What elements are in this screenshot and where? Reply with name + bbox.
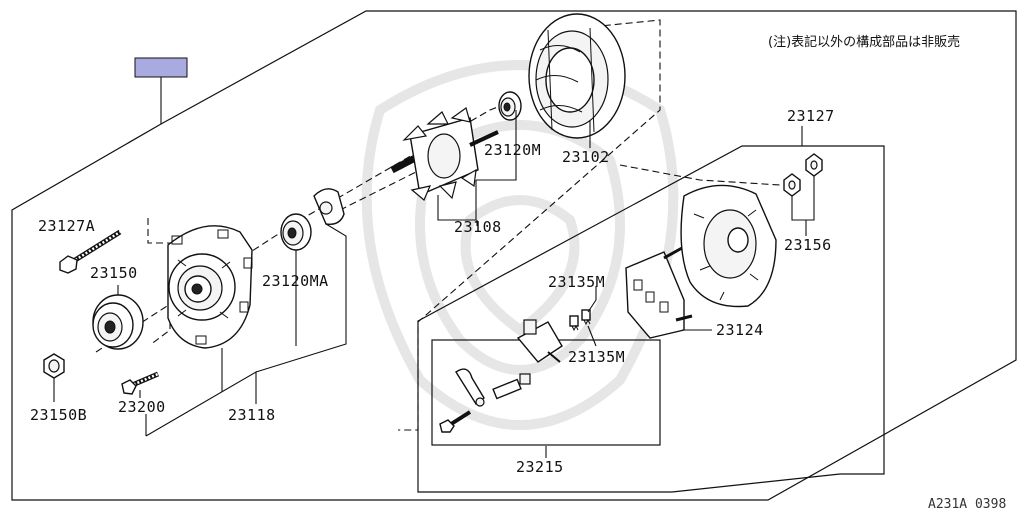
terminal-parts[interactable]: [439, 368, 531, 433]
bolt-23127A[interactable]: [59, 229, 122, 274]
rear-bracket[interactable]: [680, 184, 777, 308]
label-23108[interactable]: 23108: [454, 218, 502, 236]
watermark-emblem: [361, 60, 679, 430]
drawing-code: A231A 0398: [928, 497, 1006, 511]
label-23215[interactable]: 23215: [516, 458, 564, 476]
label-23120M[interactable]: 23120M: [484, 141, 541, 159]
assembly-highlight-tag[interactable]: [134, 57, 188, 78]
label-23135M-bottom[interactable]: 23135M: [568, 348, 625, 366]
brush-holder[interactable]: [516, 319, 563, 363]
bearing-23120M[interactable]: [498, 91, 522, 121]
label-23156[interactable]: 23156: [784, 236, 832, 254]
brushes-23135M[interactable]: [569, 309, 591, 332]
pulley-23150[interactable]: [92, 294, 144, 350]
label-23102[interactable]: 23102: [562, 148, 610, 166]
bearing-23120MA[interactable]: [280, 213, 312, 251]
front-housing-23118[interactable]: [167, 225, 253, 349]
note-text: (注)表記以外の構成部品は非販売: [768, 34, 960, 50]
label-23127A[interactable]: 23127A: [38, 217, 95, 235]
label-23127[interactable]: 23127: [787, 107, 835, 125]
label-23150[interactable]: 23150: [90, 264, 138, 282]
label-23135M-top[interactable]: 23135M: [548, 273, 605, 291]
label-23150B[interactable]: 23150B: [30, 406, 87, 424]
regulator-23124[interactable]: [625, 246, 693, 339]
rear-cover-frame: [417, 145, 885, 493]
stator-23102[interactable]: [528, 13, 626, 139]
nut-23150B[interactable]: [43, 353, 65, 379]
bolt-23200[interactable]: [121, 371, 159, 395]
retainer-plate[interactable]: [313, 188, 345, 225]
label-23120MA[interactable]: 23120MA: [262, 272, 329, 290]
rotor-23108[interactable]: [390, 107, 499, 201]
label-23118[interactable]: 23118: [228, 406, 276, 424]
label-23124[interactable]: 23124: [716, 321, 764, 339]
nuts-23156[interactable]: [783, 153, 823, 197]
label-23200[interactable]: 23200: [118, 398, 166, 416]
outer-assembly-frame: [11, 10, 1017, 501]
